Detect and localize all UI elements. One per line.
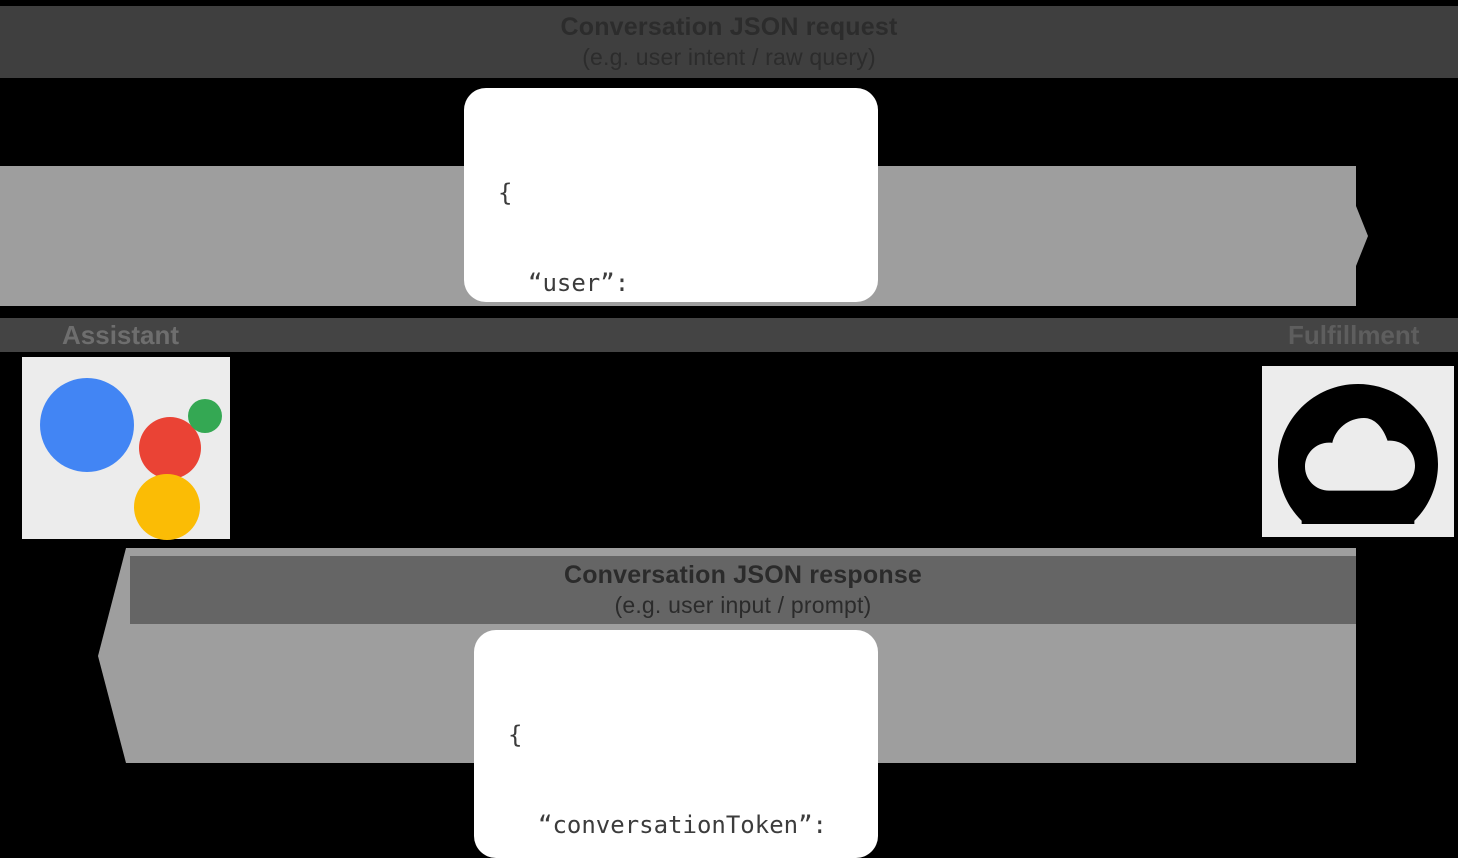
assistant-yellow-dot-icon [134, 474, 200, 540]
response-flow-subtitle: (e.g. user input / prompt) [614, 592, 872, 618]
endpoint-caption-band [0, 318, 1458, 352]
fulfillment-icon-tile [1262, 366, 1454, 537]
request-json-card: { “user”: “device”: … } [464, 88, 878, 302]
response-json-key-conversationtoken: “conversationToken”: [538, 811, 827, 839]
request-json-key-user: “user”: [528, 269, 630, 297]
response-flow-title: Conversation JSON response [563, 561, 923, 589]
response-flow-label: Conversation JSON response (e.g. user in… [130, 556, 1356, 624]
assistant-blue-dot-icon [40, 378, 134, 472]
request-flow-subtitle: (e.g. user intent / raw query) [582, 44, 876, 70]
assistant-red-dot-icon [139, 417, 201, 479]
request-arrow-head-icon [1340, 166, 1368, 306]
google-assistant-icon [22, 357, 230, 540]
request-json-open: { [498, 179, 513, 207]
assistant-caption: Assistant [62, 320, 180, 350]
fulfillment-caption: Fulfillment [1288, 320, 1420, 350]
assistant-green-dot-icon [188, 399, 222, 433]
cloud-icon [1278, 384, 1438, 524]
request-flow-title: Conversation JSON request [560, 13, 898, 41]
response-json-card: { “conversationToken”: “userStorage”: … … [474, 630, 878, 858]
response-json-open: { [508, 721, 523, 749]
request-flow-label: Conversation JSON request (e.g. user int… [0, 6, 1458, 78]
response-arrow-head-icon [98, 548, 126, 763]
